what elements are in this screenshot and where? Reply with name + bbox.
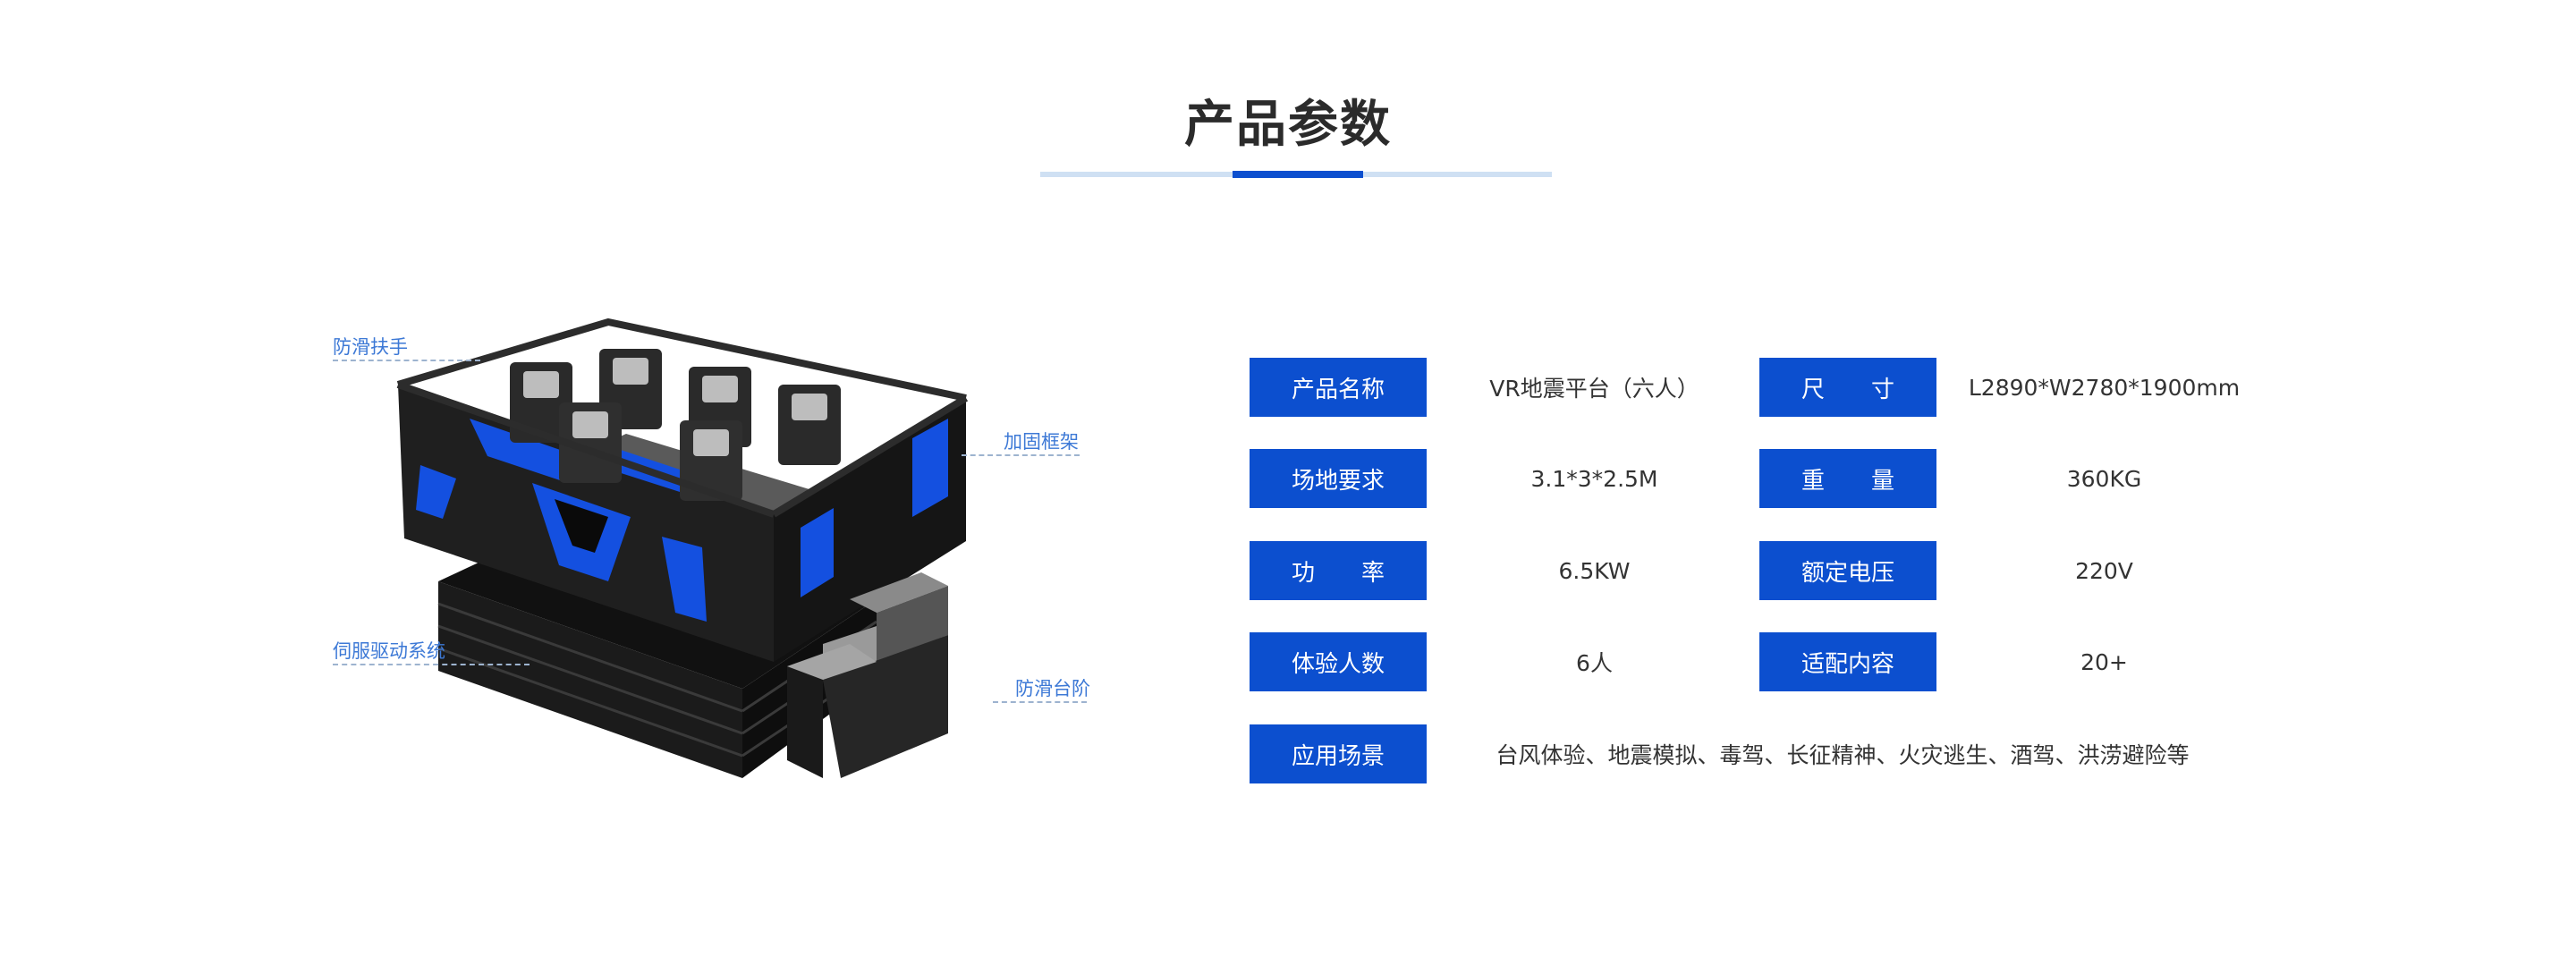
spec-label-people: 体验人数 bbox=[1250, 632, 1427, 691]
blue-panels bbox=[416, 419, 707, 622]
spec-label-voltage: 额定电压 bbox=[1759, 541, 1936, 600]
callout-line-servo bbox=[333, 664, 530, 665]
spec-label-weight: 重 量 bbox=[1759, 449, 1936, 508]
spec-label-size: 尺 寸 bbox=[1759, 358, 1936, 417]
steps bbox=[787, 572, 948, 778]
callout-frame: 加固框架 bbox=[1004, 431, 1079, 453]
spec-label-scene: 应用场景 bbox=[1250, 724, 1427, 783]
title-underline-accent bbox=[1233, 171, 1363, 178]
spec-value-content: 20+ bbox=[2080, 648, 2128, 675]
callout-line-steps bbox=[993, 701, 1087, 703]
callout-line-handrail bbox=[333, 360, 480, 361]
spec-value-name: VR地震平台（六人） bbox=[1489, 376, 1699, 402]
spec-value-voltage: 220V bbox=[2075, 557, 2133, 584]
spec-label-content: 适配内容 bbox=[1759, 632, 1936, 691]
product-image bbox=[396, 318, 969, 778]
spec-value-weight: 360KG bbox=[2066, 465, 2142, 492]
spec-value-size: L2890*W2780*1900mm bbox=[1968, 374, 2241, 401]
callout-servo: 伺服驱动系统 bbox=[333, 640, 445, 662]
seats bbox=[510, 349, 841, 501]
spec-label-site: 场地要求 bbox=[1250, 449, 1427, 508]
callout-handrail: 防滑扶手 bbox=[333, 336, 408, 358]
callout-steps: 防滑台阶 bbox=[1015, 678, 1090, 699]
spec-value-scene: 台风体验、地震模拟、毒驾、长征精神、火灾逃生、酒驾、洪涝避险等 bbox=[1496, 742, 2190, 768]
spec-label-name: 产品名称 bbox=[1250, 358, 1427, 417]
callout-line-frame bbox=[962, 454, 1080, 456]
spec-value-people: 6人 bbox=[1576, 650, 1613, 676]
spec-value-power: 6.5KW bbox=[1558, 557, 1631, 584]
spec-value-site: 3.1*3*2.5M bbox=[1530, 465, 1658, 492]
handrail bbox=[396, 318, 969, 518]
spec-label-power: 功 率 bbox=[1250, 541, 1427, 600]
page-title: 产品参数 bbox=[1184, 96, 1392, 154]
